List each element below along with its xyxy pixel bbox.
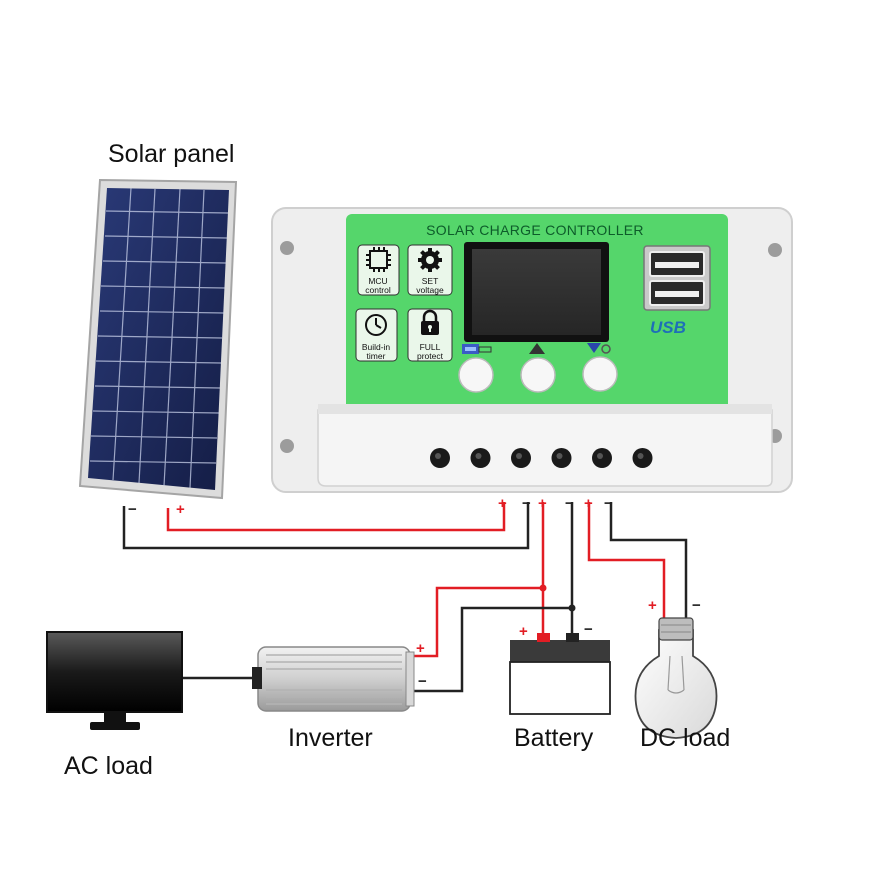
- chip-icon: [366, 247, 391, 272]
- inverter-negative-mark: −: [418, 673, 427, 690]
- dc-load-negative-mark: −: [692, 597, 701, 614]
- screw-terminal-2[interactable]: [470, 448, 491, 468]
- screw-terminal-1[interactable]: [430, 448, 450, 468]
- mount-hole-left-bottom: [280, 439, 294, 453]
- gear-icon: [418, 248, 442, 272]
- battery-label: Battery: [514, 724, 594, 752]
- junction-negative: [568, 604, 576, 612]
- mount-hole-left-top: [280, 241, 294, 255]
- controller-pv-negative-mark: −: [522, 495, 531, 512]
- solar-panel-label: Solar panel: [108, 140, 235, 168]
- usb-ports: [643, 245, 711, 311]
- controller-load-negative-mark: −: [604, 495, 613, 512]
- inverter-positive-mark: +: [416, 640, 425, 657]
- screw-terminal-4[interactable]: [551, 448, 572, 468]
- solar-cell-grid: [89, 187, 229, 489]
- dc-load-bulb: [634, 617, 718, 739]
- battery-positive-terminal: [537, 633, 550, 642]
- panel-negative-mark: −: [128, 501, 137, 518]
- wires: [122, 502, 688, 693]
- controller-load-positive-mark: +: [584, 495, 593, 512]
- wire-panel-positive: [166, 502, 506, 532]
- wire-inverter-positive: [412, 586, 543, 658]
- controller-bat-positive-mark: +: [538, 495, 547, 512]
- panel-positive-mark: +: [176, 501, 185, 518]
- down-button[interactable]: [582, 356, 618, 392]
- controller-title: SOLAR CHARGE CONTROLLER: [426, 222, 644, 238]
- usb-label: USB: [650, 318, 686, 337]
- menu-icon: [462, 344, 492, 354]
- clock-icon: [365, 314, 387, 336]
- timer-label: Build-in timer: [361, 342, 391, 361]
- battery-negative-mark: −: [584, 621, 593, 638]
- screw-terminal-6[interactable]: [632, 448, 653, 468]
- terminal-row: [430, 448, 653, 468]
- battery-positive-mark: +: [519, 623, 528, 640]
- battery: [509, 633, 611, 715]
- lcd-screen: [472, 249, 601, 335]
- mount-hole-right-top: [768, 243, 782, 257]
- lock-icon: [421, 309, 439, 335]
- wire-panel-negative: [122, 502, 530, 550]
- solar-panel: [78, 178, 238, 500]
- inverter: [252, 646, 415, 712]
- wire-dc-load-positive: [587, 502, 666, 620]
- down-arrow-icon: [587, 343, 611, 354]
- dc-load-positive-mark: +: [648, 597, 657, 614]
- full-protect-label: FULL protect: [417, 342, 443, 361]
- wire-inverter-negative: [412, 606, 572, 693]
- screw-terminal-5[interactable]: [592, 448, 612, 468]
- controller-bat-negative-mark: −: [565, 495, 574, 512]
- junction-positive: [539, 584, 547, 592]
- dc-load-label: DC load: [640, 724, 731, 752]
- set-voltage-label: SET voltage: [416, 276, 444, 295]
- screw-terminal-3[interactable]: [511, 448, 531, 468]
- ac-load-monitor: [46, 631, 183, 730]
- up-arrow-icon: [529, 343, 545, 354]
- menu-button[interactable]: [458, 357, 494, 393]
- battery-negative-terminal: [566, 633, 579, 642]
- mcu-control-label: MCU control: [365, 276, 391, 295]
- inverter-label: Inverter: [288, 724, 373, 752]
- controller-pv-positive-mark: +: [498, 495, 507, 512]
- wire-dc-load-negative: [609, 502, 688, 620]
- solar-charge-controller: [271, 207, 793, 493]
- up-button[interactable]: [520, 357, 556, 393]
- ac-load-label: AC load: [64, 752, 153, 780]
